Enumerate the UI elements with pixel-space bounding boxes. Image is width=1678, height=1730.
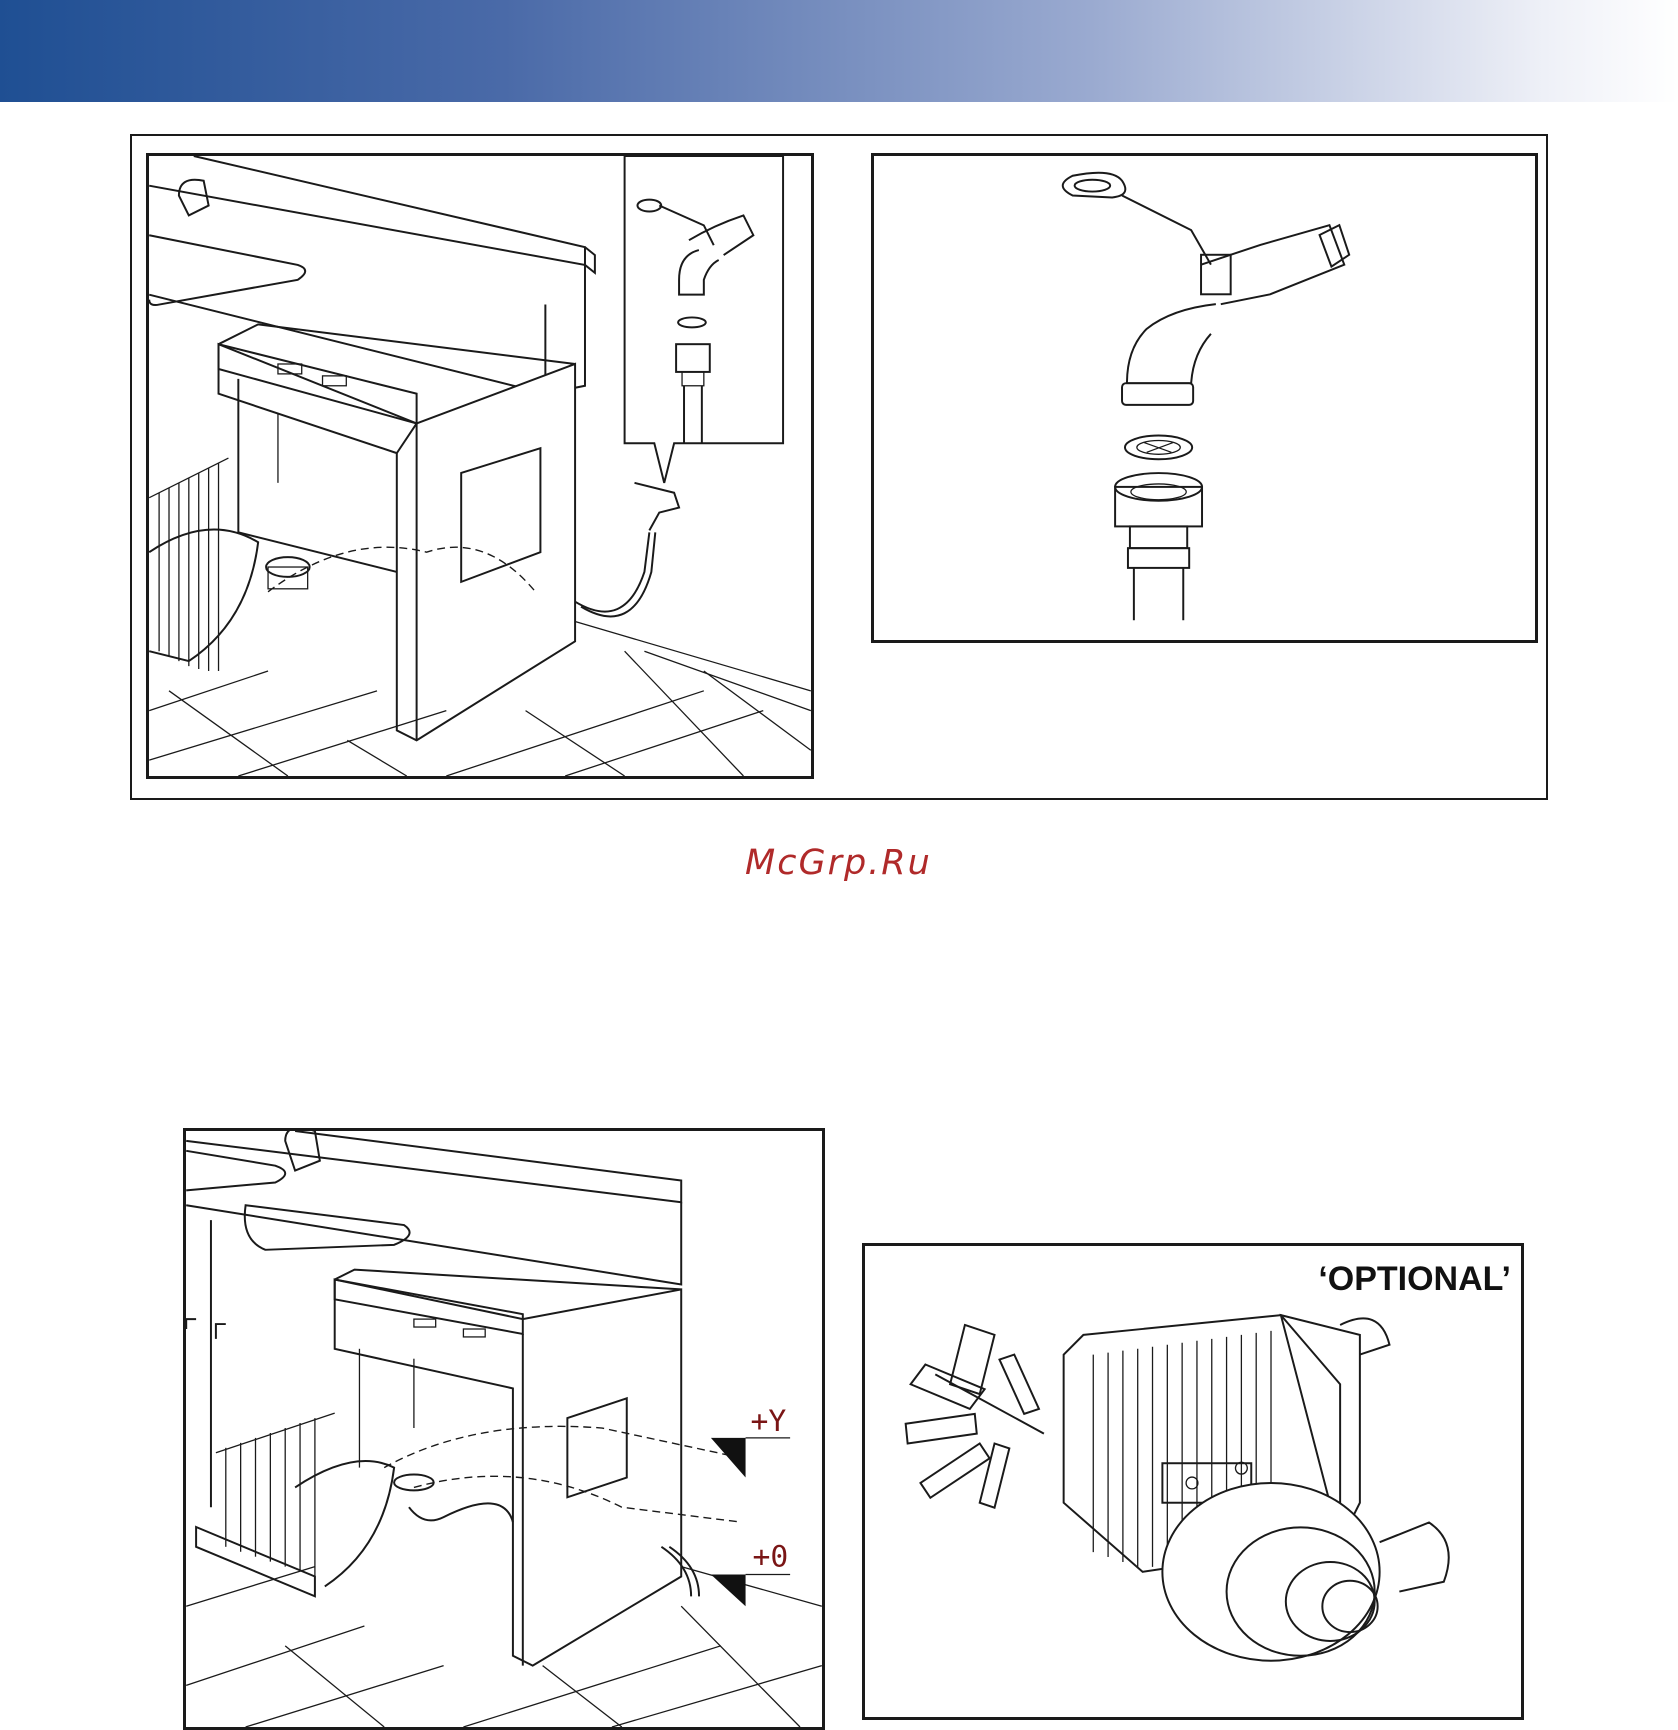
header-band bbox=[0, 0, 1678, 102]
dishwasher-illustration: +Y +0 bbox=[186, 1131, 822, 1727]
watermark: McGrp.Ru bbox=[745, 843, 932, 883]
drain-height-upper-label: +Y bbox=[751, 1404, 787, 1439]
tap-detail-figure bbox=[871, 153, 1538, 643]
water-connection-figure bbox=[146, 153, 814, 779]
water-tap-icon bbox=[1063, 173, 1349, 405]
filter-washer-icon bbox=[1125, 436, 1192, 460]
drain-pump-icon bbox=[865, 1246, 1521, 1717]
drain-pump-figure: ‘OPTIONAL’ bbox=[862, 1243, 1524, 1720]
hose-nut-icon bbox=[1115, 473, 1202, 620]
dishwasher-illustration bbox=[149, 156, 811, 776]
drain-height-figure: +Y +0 bbox=[183, 1128, 825, 1730]
drain-height-lower-label: +0 bbox=[752, 1540, 788, 1575]
